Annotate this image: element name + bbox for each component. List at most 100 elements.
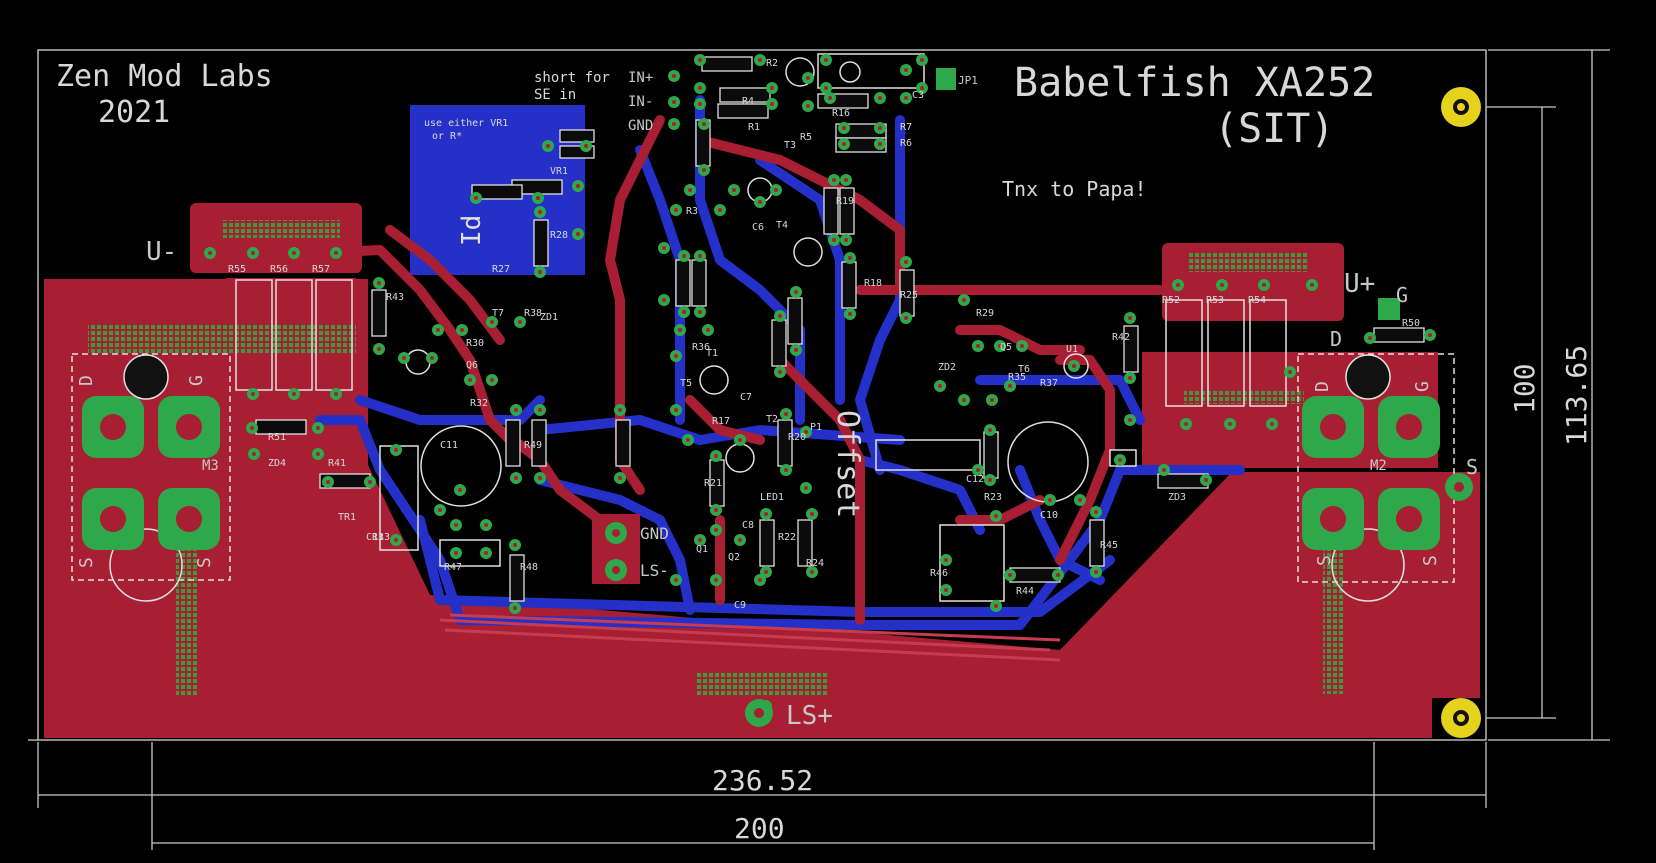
component-label-c13: C13 (366, 532, 384, 543)
component-label-q5: Q5 (1000, 342, 1012, 353)
d-right-label: D (1330, 327, 1342, 351)
component-label-r56: R56 (270, 264, 288, 275)
component-label-r32: R32 (470, 398, 488, 409)
component-label-c11: C11 (440, 440, 458, 451)
component-label-r43: R43 (386, 292, 404, 303)
d-left-label: D (76, 375, 97, 386)
s-left-label-1: S (76, 557, 97, 568)
component-label-t7: T7 (492, 308, 504, 319)
component-label-r18: R18 (864, 278, 882, 289)
component-label-q2: Q2 (728, 552, 740, 563)
s-right-label-2: S (1420, 555, 1441, 566)
component-label-r23: R23 (984, 492, 1002, 503)
component-label-r54: R54 (1248, 295, 1266, 306)
ls-plus-label: LS+ (786, 701, 833, 731)
silk-note-vr1: use either VR1 (424, 118, 508, 129)
se-in-label: SE in (534, 87, 576, 103)
component-label-q6: Q6 (466, 360, 478, 371)
height-outer-dim: 113.65 (1560, 345, 1593, 446)
component-label-r48: R48 (520, 562, 538, 573)
component-label-r2: R2 (766, 58, 778, 69)
in-minus-label: IN- (628, 94, 653, 110)
short-for-label: short for (534, 70, 610, 86)
product-title: Babelfish XA252 (1014, 60, 1375, 106)
output-pads (592, 68, 1473, 727)
board-outline (37, 49, 1487, 741)
component-label-zd4: ZD4 (268, 458, 286, 469)
g-left-label: G (186, 375, 207, 386)
g-right-label: G (1396, 283, 1408, 307)
component-label-r30: R30 (466, 338, 484, 349)
width-inner-dim: 200 (734, 812, 785, 845)
component-label-r24: R24 (806, 558, 824, 569)
component-label-r1: R1 (748, 122, 760, 133)
component-label-r19: R19 (836, 196, 854, 207)
component-label-c8: C8 (742, 520, 754, 531)
m2-label: M2 (1370, 458, 1387, 474)
component-label-t5: T5 (680, 378, 692, 389)
component-label-vr1: VR1 (550, 166, 568, 177)
g-right-label-2: G (1412, 381, 1433, 392)
u-plus-label: U+ (1344, 269, 1375, 299)
component-label-r25: R25 (900, 290, 918, 301)
brand-label: Zen Mod Labs (56, 59, 273, 94)
u-minus-label: U- (146, 237, 177, 267)
component-label-r53: R53 (1206, 295, 1224, 306)
width-outer-dim: 236.52 (712, 764, 813, 797)
s-right-label-1: S (1314, 555, 1335, 566)
s-right-label: S (1466, 455, 1478, 479)
component-label-r36: R36 (692, 342, 710, 353)
component-label-c10: C10 (1040, 510, 1058, 521)
year-label: 2021 (98, 95, 170, 130)
component-label-r52: R52 (1162, 295, 1180, 306)
component-label-zd2: ZD2 (938, 362, 956, 373)
component-label-u1: U1 (1066, 344, 1078, 355)
height-inner-dim: 100 (1508, 363, 1541, 414)
component-label-r13: R13 (372, 532, 390, 543)
component-label-r37: R37 (1040, 378, 1058, 389)
component-label-r57: R57 (312, 264, 330, 275)
offset-label: Offset (830, 410, 865, 518)
component-label-r4: R4 (742, 96, 754, 107)
component-label-r47: R47 (444, 562, 462, 573)
component-label-r29: R29 (976, 308, 994, 319)
component-label-r45: R45 (1100, 540, 1118, 551)
component-label-r51: R51 (268, 432, 286, 443)
component-label-t1: T1 (706, 348, 718, 359)
silk-note-r: or R* (432, 131, 462, 142)
component-label-r50: R50 (1402, 318, 1420, 329)
component-label-c6: C6 (752, 222, 764, 233)
m3-label: M3 (202, 458, 219, 474)
component-label-r27: R27 (492, 264, 510, 275)
thin-traces (439, 613, 1061, 662)
small-pads (204, 54, 1436, 712)
component-label-c3: C3 (912, 90, 924, 101)
component-label-zd1: ZD1 (540, 312, 558, 323)
component-label-r5: R5 (800, 132, 812, 143)
product-variant: (SIT) (1214, 106, 1334, 152)
id-label: Id (457, 215, 487, 246)
component-label-r35: R35 (1008, 372, 1026, 383)
component-label-r16: R16 (832, 108, 850, 119)
component-label-r7: R7 (900, 122, 912, 133)
mounting-hole-top-right (1441, 87, 1481, 127)
thanks-label: Tnx to Papa! (1002, 177, 1147, 201)
component-label-t2: T2 (766, 414, 778, 425)
transistor-hole-left (109, 528, 183, 602)
component-label-r21: R21 (704, 478, 722, 489)
component-label-r41: R41 (328, 458, 346, 469)
component-label-r38: R38 (524, 308, 542, 319)
component-label-r22: R22 (778, 532, 796, 543)
component-label-t4: T4 (776, 220, 788, 231)
component-label-r44: R44 (1016, 586, 1034, 597)
component-label-r46: R46 (930, 568, 948, 579)
component-label-r17: R17 (712, 416, 730, 427)
transistor-hole-right-top (1345, 354, 1391, 400)
ls-minus-label: LS- (640, 561, 669, 580)
component-label-led1: LED1 (760, 492, 784, 503)
component-label-r49: R49 (524, 440, 542, 451)
component-label-c9: C9 (734, 600, 746, 611)
gnd-in-label: GND (628, 118, 653, 134)
